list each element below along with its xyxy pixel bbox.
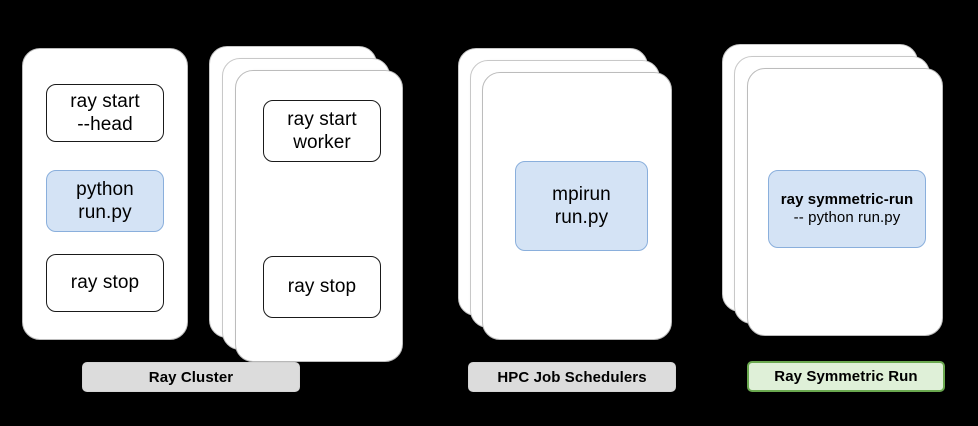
group-label-hpc-job-schedulers: HPC Job Schedulers [468, 362, 676, 392]
group-label-text: Ray Cluster [148, 368, 234, 386]
command-line-1: ray stop [70, 272, 140, 294]
group-label-text: Ray Symmetric Run [774, 368, 918, 385]
command-line-2: worker [293, 132, 351, 153]
command-box-ray-start-head: ray start --head [46, 84, 164, 142]
group-label-ray-cluster: Ray Cluster [82, 362, 300, 392]
command-box-ray-stop-worker: ray stop [263, 256, 381, 318]
command-box-python-run-py: python run.py [46, 170, 164, 232]
group-label-text: HPC Job Schedulers [497, 368, 647, 386]
command-line-1: ray symmetric-run [780, 190, 914, 208]
command-line-2: -- python run.py [793, 209, 901, 226]
command-box-mpirun-run-py: mpirun run.py [515, 161, 648, 251]
group-label-ray-symmetric-run: Ray Symmetric Run [747, 361, 945, 392]
command-line-1: ray start [70, 90, 140, 112]
command-line-1: ray stop [287, 276, 357, 298]
command-line-1: ray start [287, 108, 357, 130]
command-box-ray-stop-head: ray stop [46, 254, 164, 312]
command-line-2: --head [77, 114, 133, 135]
command-line-2: run.py [554, 207, 609, 228]
command-line-1: mpirun [552, 183, 611, 205]
command-box-ray-symmetric-run: ray symmetric-run -- python run.py [768, 170, 926, 248]
command-line-2: run.py [78, 202, 132, 223]
command-line-1: python [76, 178, 134, 200]
command-box-ray-start-worker: ray start worker [263, 100, 381, 162]
